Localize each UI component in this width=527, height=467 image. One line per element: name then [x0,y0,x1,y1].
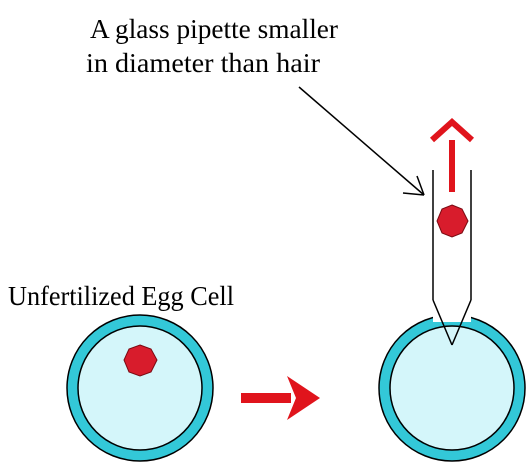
pipette-label-line2: in diameter than hair [86,48,320,78]
extracted-nucleus-icon [437,205,468,237]
up-arrow-icon [432,122,472,192]
unfertilized-egg-cell [67,315,213,461]
egg-cell-label: Unfertilized Egg Cell [8,281,234,311]
enucleated-egg-cell [379,315,525,461]
glass-pipette [433,170,471,345]
pointer-arrow-icon [299,87,424,195]
pipette-label-line1: A glass pipette smaller [90,14,338,44]
right-arrow-icon [241,376,320,420]
